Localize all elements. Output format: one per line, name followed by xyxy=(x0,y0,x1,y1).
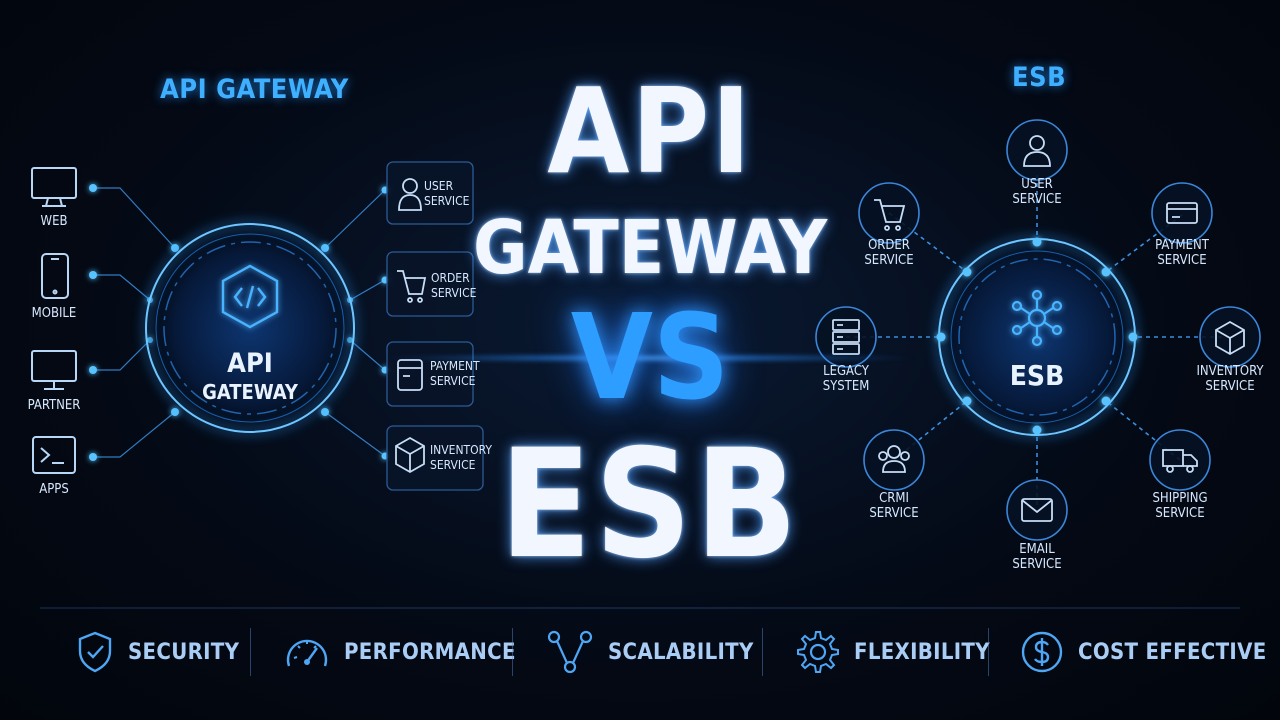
esb-node-inventory-line2: SERVICE xyxy=(1205,379,1255,394)
esb-node-email-line1: EMAIL xyxy=(1019,542,1055,557)
service-user-line1: USER xyxy=(424,179,454,193)
service-user-line2: SERVICE xyxy=(424,194,470,208)
code-hexagon-icon xyxy=(221,264,279,329)
esb-node-payment-line1: PAYMENT xyxy=(1155,238,1209,253)
esb-node-legacy-line1: LEGACY xyxy=(823,364,869,379)
service-inventory-line1: INVENTORY xyxy=(430,443,492,457)
esb-node-email-line2: SERVICE xyxy=(1012,557,1062,572)
cart-icon xyxy=(397,270,427,303)
user-icon xyxy=(398,178,422,211)
esb-node-shipping-line1: SHIPPING xyxy=(1152,491,1208,506)
server-icon xyxy=(832,319,860,355)
gear-icon xyxy=(797,631,839,673)
feature-divider xyxy=(988,628,989,676)
api-gateway-panel-title: API GATEWAY xyxy=(160,74,349,105)
feature-security-label: SECURITY xyxy=(128,639,240,665)
esb-box-icon xyxy=(1215,320,1245,356)
esb-node-order-line1: ORDER xyxy=(868,238,910,253)
esb-node-crmi-line2: SERVICE xyxy=(869,506,919,521)
heading-line-esb: ESB xyxy=(499,418,801,592)
desktop-icon xyxy=(31,350,77,390)
service-order-label: ORDER SERVICE xyxy=(431,271,477,301)
vs-flare xyxy=(380,354,920,362)
service-order-line2: SERVICE xyxy=(431,286,477,300)
client-label-mobile: MOBILE xyxy=(31,306,77,321)
esb-node-circles xyxy=(815,119,1261,541)
branch-icon xyxy=(547,630,593,674)
api-gateway-hub-label-2: GATEWAY xyxy=(202,380,298,404)
esb-node-user-line1: USER xyxy=(1021,177,1053,192)
esb-node-shipping-label: SHIPPING SERVICE xyxy=(1140,491,1220,521)
terminal-icon xyxy=(32,436,76,474)
heading-line-gateway: GATEWAY xyxy=(472,205,828,291)
heading-line-api: API xyxy=(547,62,753,200)
speedometer-icon xyxy=(286,639,328,667)
feature-divider xyxy=(512,628,513,676)
esb-ring-nodes xyxy=(936,237,1138,435)
api-gateway-hub-label-1: API xyxy=(227,348,273,379)
esb-node-legacy-label: LEGACY SYSTEM xyxy=(806,364,886,394)
people-icon xyxy=(878,445,910,473)
box-icon xyxy=(395,436,425,474)
feature-cost-effective-label: COST EFFECTIVE xyxy=(1078,639,1267,665)
feature-performance-label: PERFORMANCE xyxy=(344,639,516,665)
heading-line-vs: VS xyxy=(570,288,730,426)
esb-panel-title: ESB xyxy=(1012,62,1067,93)
esb-card-icon xyxy=(1166,202,1198,224)
esb-cart-icon xyxy=(874,199,906,231)
service-inventory-line2: SERVICE xyxy=(430,458,476,472)
client-label-apps: APPS xyxy=(39,482,69,497)
esb-node-payment-line2: SERVICE xyxy=(1157,253,1207,268)
esb-node-payment-label: PAYMENT SERVICE xyxy=(1142,238,1222,268)
service-user-label: USER SERVICE xyxy=(424,179,470,209)
dollar-coin-icon xyxy=(1021,631,1063,673)
feature-security: SECURITY xyxy=(76,626,239,678)
feature-cost-effective: COST EFFECTIVE xyxy=(1020,626,1267,678)
network-icon xyxy=(1011,289,1063,347)
service-order-line1: ORDER xyxy=(431,271,470,285)
esb-node-shipping-line2: SERVICE xyxy=(1155,506,1205,521)
service-payment-label: PAYMENT SERVICE xyxy=(430,359,480,389)
mail-icon xyxy=(1021,498,1053,522)
feature-scalability: SCALABILITY xyxy=(546,626,754,678)
client-label-partner: PARTNER xyxy=(27,398,81,413)
phone-icon xyxy=(41,253,69,299)
feature-performance: PERFORMANCE xyxy=(284,626,516,678)
service-payment-line1: PAYMENT xyxy=(430,359,480,373)
truck-icon xyxy=(1162,449,1198,473)
feature-flexibility-label: FLEXIBILITY xyxy=(854,639,990,665)
esb-node-order-label: ORDER SERVICE xyxy=(849,238,929,268)
esb-node-order-line2: SERVICE xyxy=(864,253,914,268)
client-label-web: WEB xyxy=(40,214,68,229)
esb-node-user-line2: SERVICE xyxy=(1012,192,1062,207)
esb-hub-label: ESB xyxy=(1009,359,1065,392)
feature-flexibility: FLEXIBILITY xyxy=(796,626,990,678)
service-inventory-label: INVENTORY SERVICE xyxy=(430,443,492,473)
esb-node-user-label: USER SERVICE xyxy=(997,177,1077,207)
feature-divider xyxy=(250,628,251,676)
monitor-icon xyxy=(31,167,77,207)
shield-check-icon xyxy=(78,631,112,673)
service-payment-line2: SERVICE xyxy=(430,374,476,388)
esb-node-legacy-line2: SYSTEM xyxy=(822,379,870,394)
feature-divider xyxy=(762,628,763,676)
esb-node-inventory-label: INVENTORY SERVICE xyxy=(1190,364,1270,394)
esb-node-crmi-label: CRMI SERVICE xyxy=(854,491,934,521)
esb-user-icon xyxy=(1023,135,1051,167)
esb-node-email-label: EMAIL SERVICE xyxy=(997,542,1077,572)
feature-scalability-label: SCALABILITY xyxy=(608,639,754,665)
esb-node-crmi-line1: CRMI xyxy=(879,491,909,506)
esb-node-inventory-line1: INVENTORY xyxy=(1196,364,1264,379)
